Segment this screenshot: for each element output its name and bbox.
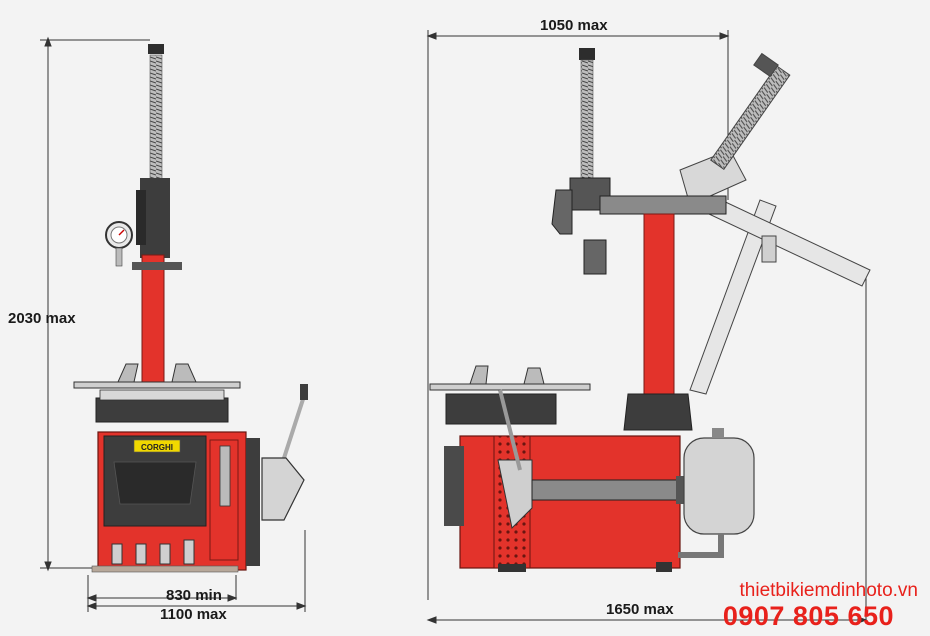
width-dimension-lines <box>86 530 307 612</box>
width-max-label: 1100 max <box>160 606 227 623</box>
side-column-cap <box>579 48 595 60</box>
side-view: 1050 max 1650 max <box>426 17 871 624</box>
bead-breaker-shoe <box>261 457 305 521</box>
top-dimension-label: 1050 max <box>540 17 608 34</box>
top-dimension-line <box>426 30 730 600</box>
air-tank <box>678 428 755 558</box>
height-dimension-label: 2030 max <box>8 310 76 327</box>
foot-pedals <box>111 539 195 565</box>
column-spring <box>149 54 163 181</box>
turntable <box>73 363 241 423</box>
height-dimension-line <box>40 36 150 572</box>
bead-breaker-arm <box>282 389 308 459</box>
tilted-column-ghost <box>679 52 871 395</box>
red-column <box>141 254 165 386</box>
side-cabinet-body <box>459 435 681 569</box>
bead-breaker-cylinder <box>531 479 693 501</box>
width-min-label: 830 min <box>166 587 222 604</box>
watermark-site: thietbikiemdinhoto.vn <box>739 580 919 601</box>
corghi-logo-text: CORGHI <box>141 443 173 452</box>
front-view: 2030 max 830 min 1100 max <box>8 36 308 623</box>
side-bead-shoe <box>497 459 533 530</box>
corghi-logo <box>133 439 181 453</box>
bottom-dimension-label: 1650 max <box>606 601 674 618</box>
watermark-phone: 0907 805 650 <box>722 601 894 631</box>
column-cap <box>148 44 164 54</box>
side-turntable <box>429 365 591 425</box>
bottom-dimension-line <box>426 272 868 624</box>
tool-head-hook <box>551 189 573 235</box>
side-column-spring <box>580 59 594 181</box>
pressure-gauge <box>105 221 133 267</box>
side-red-column <box>643 213 675 395</box>
horizontal-arm <box>599 195 727 215</box>
